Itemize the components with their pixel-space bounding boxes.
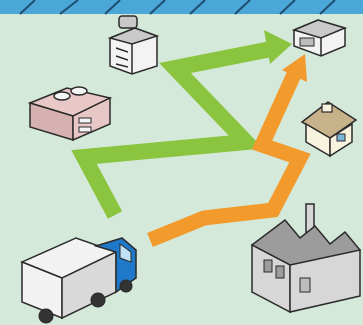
top-sky-band xyxy=(0,0,363,14)
